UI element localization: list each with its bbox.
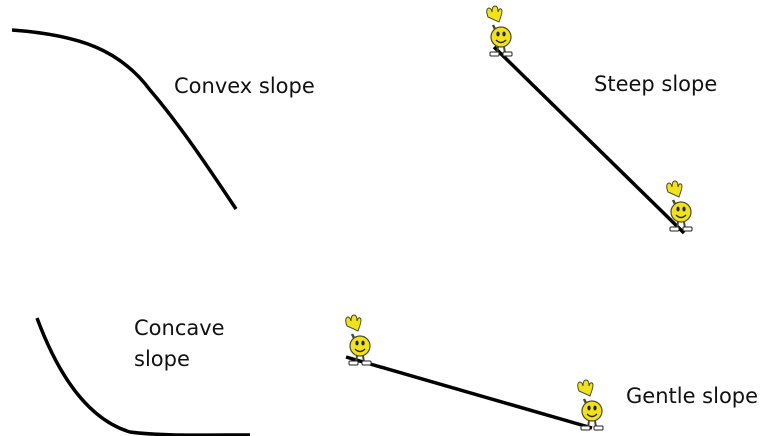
concave-label-line1: Concave	[134, 316, 225, 340]
gentle-slope-label: Gentle slope	[626, 384, 759, 408]
concave-slope-label: Concave slope	[134, 313, 244, 375]
convex-slope-label: Convex slope	[174, 74, 315, 98]
gentle-slope-line	[345, 355, 593, 430]
waving-smiley-icon	[576, 378, 605, 432]
steep-slope-label: Steep slope	[594, 72, 718, 96]
waving-smiley-icon	[485, 4, 514, 58]
concave-label-line2: slope	[134, 347, 190, 371]
steep-slope-line	[492, 45, 686, 235]
waving-smiley-icon	[665, 179, 694, 233]
concave-slope-curve	[35, 317, 251, 436]
convex-slope-curve	[11, 28, 238, 210]
